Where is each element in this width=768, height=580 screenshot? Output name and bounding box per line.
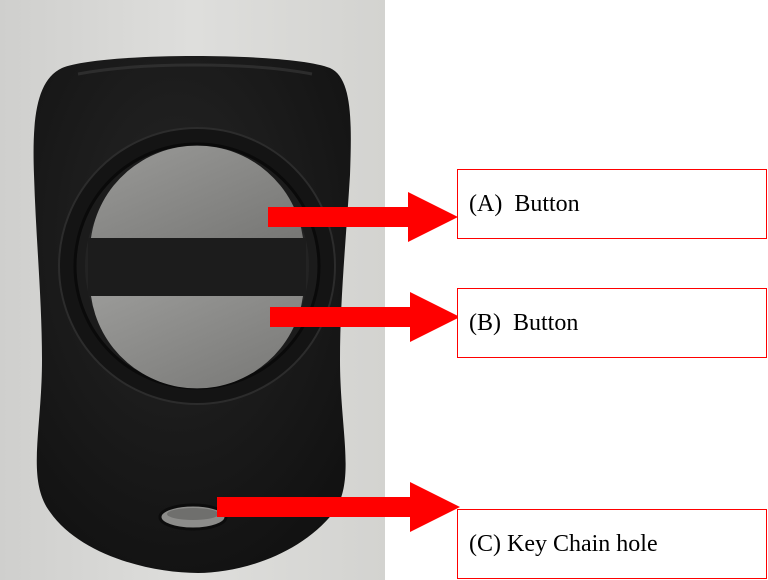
remote-fob-photo (0, 0, 385, 580)
callout-key-chain-hole: (C) Key Chain hole (457, 509, 767, 579)
callout-button-a: (A) Button (457, 169, 767, 239)
key-chain-hole-shadow (167, 508, 219, 520)
button-b-face (91, 296, 303, 389)
callout-label: (C) Key Chain hole (469, 530, 658, 557)
callout-label: (A) Button (469, 190, 580, 217)
button-divider (88, 238, 306, 296)
callout-label: (B) Button (469, 309, 579, 336)
button-a-face (91, 145, 303, 238)
callout-button-b: (B) Button (457, 288, 767, 358)
arrow-right-icon (268, 192, 458, 242)
arrow-right-icon (217, 482, 460, 532)
fob-highlight (77, 63, 313, 76)
arrow-right-icon (270, 292, 460, 342)
